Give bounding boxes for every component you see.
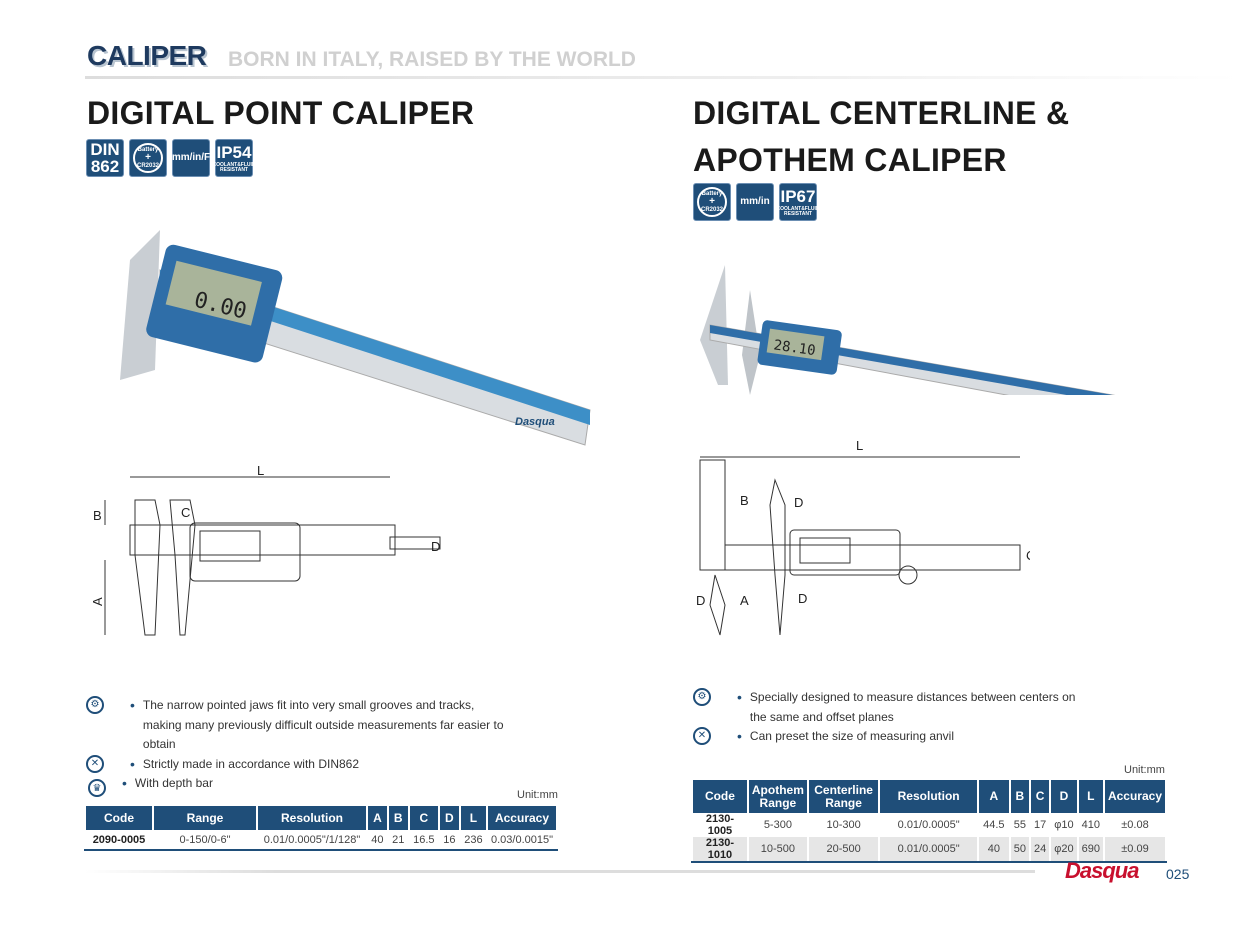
features-right: ⚙•Specially designed to measure distance… bbox=[693, 688, 1079, 747]
point-caliper-photo: 0.00 Dasqua bbox=[120, 230, 591, 446]
svg-text:D: D bbox=[696, 593, 705, 608]
svg-text:B: B bbox=[740, 493, 749, 508]
battery-badge: Battery+CR2032 bbox=[693, 183, 731, 221]
svg-text:A: A bbox=[90, 597, 105, 606]
svg-text:D: D bbox=[794, 495, 803, 510]
header-divider bbox=[85, 76, 1240, 79]
features-left: ⚙•The narrow pointed jaws fit into very … bbox=[86, 696, 512, 794]
gear-icon: ⚙ bbox=[693, 688, 711, 706]
units-badge: mm/in/F bbox=[172, 139, 210, 177]
unit-label: Unit:mm bbox=[517, 789, 558, 801]
product-title-right-2: APOTHEM CALIPER bbox=[693, 142, 1007, 178]
svg-text:B: B bbox=[93, 508, 102, 523]
feature: The narrow pointed jaws fit into very sm… bbox=[142, 698, 504, 751]
tagline: BORN IN ITALY, RAISED BY THE WORLD bbox=[228, 48, 636, 71]
svg-text:28.10: 28.10 bbox=[773, 337, 817, 359]
trophy-icon: ♛ bbox=[88, 779, 106, 797]
section-title: CALIPER bbox=[87, 40, 207, 71]
footer-divider bbox=[85, 870, 1035, 873]
centerline-caliper-diagram: L B D A D D C bbox=[696, 438, 1030, 636]
product-title-right: DIGITAL CENTERLINE & bbox=[693, 95, 1070, 131]
tools-icon: ✕ bbox=[86, 754, 104, 773]
battery-badge: Battery+CR2032 bbox=[129, 139, 167, 177]
feature: Can preset the size of measuring anvil bbox=[749, 729, 955, 743]
feature: With depth bar bbox=[134, 776, 213, 790]
svg-text:A: A bbox=[740, 593, 749, 608]
svg-text:L: L bbox=[856, 438, 863, 453]
point-caliper-diagram: L A B C D bbox=[90, 465, 441, 636]
feature: Strictly made in accordance with DIN862 bbox=[142, 756, 359, 771]
unit-label: Unit:mm bbox=[1124, 764, 1165, 776]
product-title-left: DIGITAL POINT CALIPER bbox=[87, 95, 475, 131]
centerline-caliper-photo: 28.10 Dasqua bbox=[700, 265, 1116, 395]
svg-text:Dasqua: Dasqua bbox=[515, 416, 555, 428]
svg-text:D: D bbox=[798, 591, 807, 606]
page-number: 025 bbox=[1166, 866, 1190, 882]
units-badge: mm/in bbox=[736, 183, 774, 221]
svg-text:C: C bbox=[181, 505, 190, 520]
svg-text:L: L bbox=[257, 465, 264, 478]
dasqua-logo: Dasqua bbox=[1065, 858, 1139, 883]
tools-icon: ✕ bbox=[693, 727, 711, 745]
svg-text:D: D bbox=[431, 539, 440, 554]
feature: Specially designed to measure distances … bbox=[749, 690, 1076, 724]
svg-text:C: C bbox=[1026, 548, 1030, 563]
gear-icon: ⚙ bbox=[86, 696, 104, 714]
